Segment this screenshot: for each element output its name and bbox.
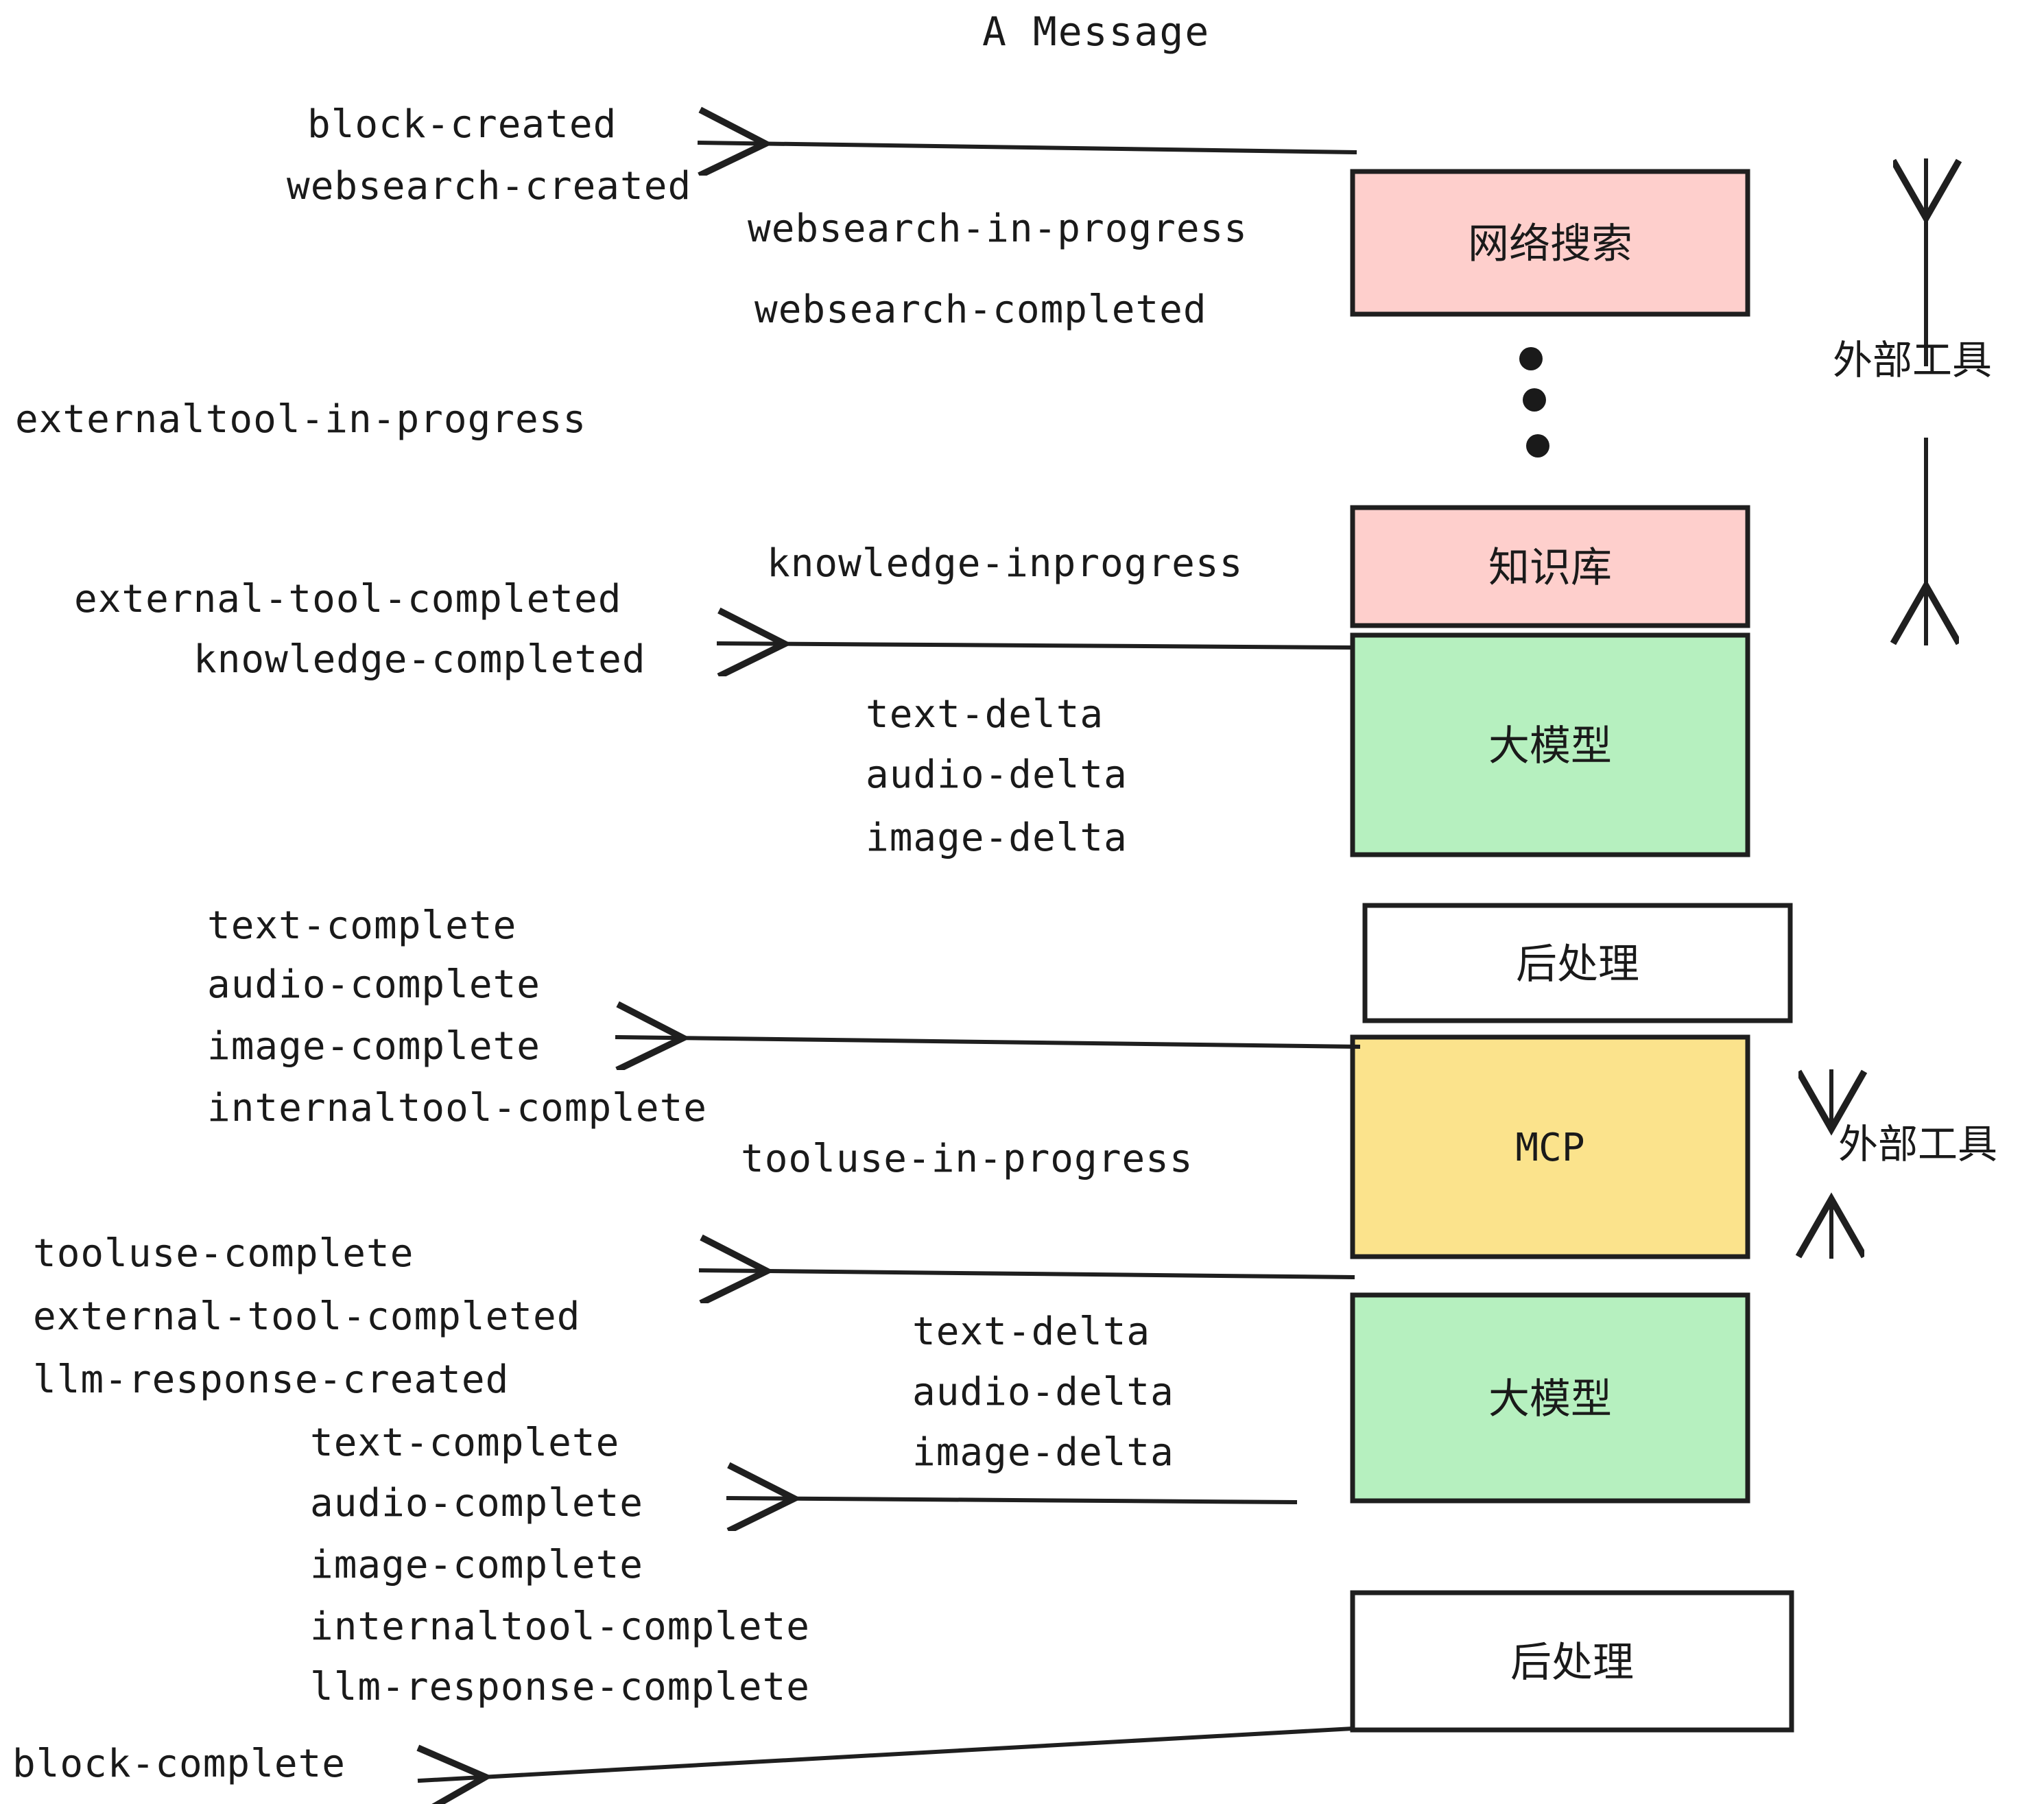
node-post-1-rect xyxy=(1362,903,1793,1023)
event-label-text-complete-2: text-complete xyxy=(310,1421,619,1465)
node-post-1-label: 后处理 xyxy=(1516,940,1639,988)
range-arrows xyxy=(1831,158,1926,1259)
event-label-websearch-created: websearch-created xyxy=(287,164,691,209)
event-label-tooluse-complete: tooluse-complete xyxy=(33,1231,414,1276)
node-post-1[interactable]: 后处理 xyxy=(1362,903,1793,1023)
event-label-externaltool-in-progress: externaltool-in-progress xyxy=(15,397,586,442)
vertical-ellipsis xyxy=(1519,347,1549,458)
node-llm-1-label: 大模型 xyxy=(1488,722,1612,770)
node-llm-2-label: 大模型 xyxy=(1488,1375,1612,1423)
event-label-text-delta-2: text-delta xyxy=(912,1309,1150,1354)
node-post-2-rect xyxy=(1350,1590,1794,1733)
arrow-audio-complete xyxy=(726,1498,1298,1502)
event-label-internaltool-complete-2: internaltool-complete xyxy=(310,1604,810,1649)
node-websearch-rect xyxy=(1350,169,1750,317)
event-label-image-complete-1: image-complete xyxy=(207,1024,540,1069)
event-label-internaltool-complete-1: internaltool-complete xyxy=(207,1086,707,1130)
node-websearch-label: 网络搜索 xyxy=(1468,220,1632,268)
node-mcp-rect xyxy=(1350,1034,1750,1259)
node-mcp[interactable]: MCP xyxy=(1350,1034,1750,1259)
arrow-tooluse-complete xyxy=(698,1270,1355,1277)
node-llm-2[interactable]: 大模型 xyxy=(1350,1292,1750,1504)
node-mcp-label: MCP xyxy=(1515,1126,1584,1170)
node-knowledge-rect xyxy=(1350,505,1750,628)
event-label-block-created: block-created xyxy=(307,102,617,147)
flow-arrows xyxy=(420,143,1361,1781)
event-label-audio-delta-2: audio-delta xyxy=(912,1370,1174,1414)
event-label-external-tool-completed-1: external-tool-completed xyxy=(74,577,621,621)
event-label-websearch-in-progress: websearch-in-progress xyxy=(748,206,1248,251)
side-label-external-tool-top: 外部工具 xyxy=(1833,337,1992,383)
event-label-external-tool-completed-2: external-tool-completed xyxy=(33,1294,580,1339)
node-knowledge[interactable]: 知识库 xyxy=(1350,505,1750,628)
node-post-2-label: 后处理 xyxy=(1510,1639,1634,1687)
event-label-audio-complete-2: audio-complete xyxy=(310,1481,643,1526)
ellipsis-dot-3 xyxy=(1526,434,1549,458)
event-label-audio-delta-1: audio-delta xyxy=(866,752,1128,797)
ellipsis-dot-2 xyxy=(1523,388,1546,412)
ellipsis-dot-1 xyxy=(1519,347,1543,370)
arrow-block-complete xyxy=(420,1726,1355,1781)
side-label-external-tool-bottom: 外部工具 xyxy=(1838,1121,1997,1167)
node-llm-1-rect xyxy=(1350,632,1750,857)
event-label-websearch-completed: websearch-completed xyxy=(754,287,1207,332)
node-knowledge-label: 知识库 xyxy=(1488,544,1612,592)
event-label-image-delta-2: image-delta xyxy=(912,1430,1174,1475)
node-llm-2-rect xyxy=(1350,1292,1750,1504)
arrow-block-created xyxy=(697,143,1357,152)
event-label-tooluse-in-progress: tooluse-in-progress xyxy=(741,1137,1193,1181)
event-label-llm-response-complete: llm-response-complete xyxy=(310,1665,810,1709)
event-labels: block-created websearch-created websearch-… xyxy=(12,102,1248,1786)
event-label-knowledge-inprogress: knowledge-inprogress xyxy=(767,541,1243,586)
page-title: A Message xyxy=(982,8,1210,55)
event-label-audio-complete-1: audio-complete xyxy=(207,962,540,1007)
node-llm-1[interactable]: 大模型 xyxy=(1350,632,1750,857)
node-post-2[interactable]: 后处理 xyxy=(1350,1590,1794,1733)
event-label-knowledge-completed: knowledge-completed xyxy=(193,637,646,682)
event-label-text-complete-1: text-complete xyxy=(207,903,516,948)
event-label-image-delta-1: image-delta xyxy=(866,816,1128,860)
event-label-text-delta-1: text-delta xyxy=(866,692,1104,737)
event-label-block-complete: block-complete xyxy=(12,1742,346,1786)
arrow-knowledge-done xyxy=(716,643,1355,648)
event-label-image-complete-2: image-complete xyxy=(310,1543,643,1587)
node-websearch[interactable]: 网络搜索 xyxy=(1350,169,1750,317)
event-label-llm-response-created: llm-response-created xyxy=(33,1357,509,1402)
arrow-image-complete xyxy=(615,1037,1361,1047)
